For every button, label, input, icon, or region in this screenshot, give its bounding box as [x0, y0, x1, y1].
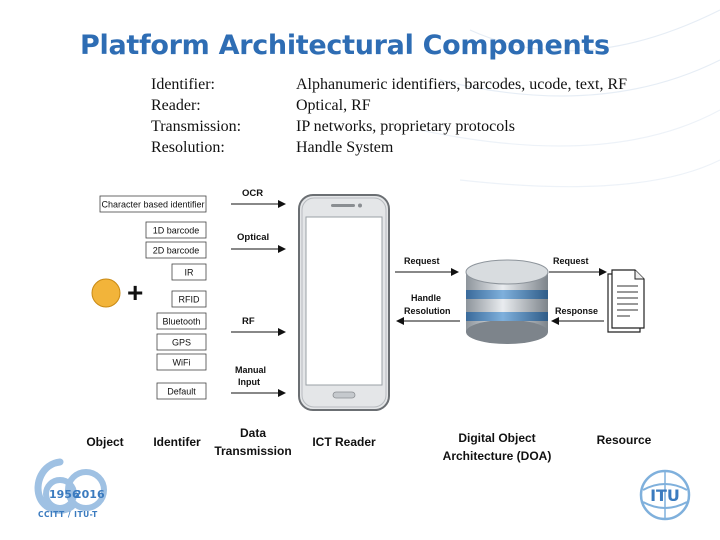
caption-resource: Resource	[597, 433, 652, 447]
wifi-label: WiFi	[173, 358, 191, 368]
definition-desc: IP networks, proprietary protocols	[296, 118, 515, 135]
request-label-2: Request	[553, 256, 589, 266]
handle-label: Handle	[411, 293, 441, 303]
ict-reader-phone	[298, 194, 390, 411]
caption-doa: Architecture (DOA)	[443, 449, 552, 463]
definition-desc: Alphanumeric identifiers, barcodes, ucod…	[296, 76, 628, 93]
barcode-1d-box	[145, 221, 207, 239]
definition-term: Resolution:	[151, 139, 225, 156]
rf-label: RF	[242, 316, 255, 327]
default-label: Default	[167, 387, 196, 397]
caption-data: Data	[240, 426, 266, 440]
character-based-box	[99, 195, 207, 213]
resource-arrows: Request Response	[549, 256, 607, 325]
barcode-2d-box	[145, 241, 207, 259]
request-label-1: Request	[404, 256, 440, 266]
input-label: Input	[238, 377, 260, 387]
response-label: Response	[555, 306, 598, 316]
captions: Object Identifer Data Transmission ICT R…	[86, 426, 651, 463]
resolution-label: Resolution	[404, 306, 451, 316]
bluetooth-label: Bluetooth	[162, 317, 200, 327]
itu-logo-text: ITU	[650, 486, 680, 505]
anniversary-logo: 1956 2016	[34, 458, 107, 514]
gps-label: GPS	[172, 338, 191, 348]
page-title: Platform Architectural Components	[80, 30, 610, 61]
itu-logo: ITU	[639, 469, 691, 521]
identifier-boxes: Character based identifier 1D barcode 2D…	[99, 195, 207, 400]
definition-desc: Optical, RF	[296, 97, 371, 114]
phone-camera	[358, 203, 362, 208]
phone-bezel	[301, 197, 387, 408]
ir-label: IR	[185, 268, 195, 278]
rfid-label: RFID	[179, 295, 200, 305]
object-dot	[91, 278, 121, 308]
resource-document-icon	[607, 269, 645, 333]
phone-speaker	[331, 204, 355, 207]
plus-sign: +	[127, 277, 143, 308]
doa-database	[465, 259, 549, 344]
caption-ict-reader: ICT Reader	[312, 435, 376, 449]
definition-term: Identifier:	[151, 76, 215, 93]
db-band-2	[466, 312, 548, 321]
phone-home-button	[332, 391, 356, 399]
anniversary-year-end: 2016	[74, 488, 105, 501]
anniversary-year-start: 1956	[49, 488, 80, 501]
anniversary-caption: CCITT / ITU-T	[38, 510, 98, 519]
rfid-box	[171, 290, 207, 308]
ir-box	[171, 263, 207, 281]
wifi-box	[156, 353, 207, 371]
caption-identifier: Identifer	[153, 435, 201, 449]
definition-term: Reader:	[151, 97, 201, 114]
db-top	[465, 259, 549, 285]
barcode-2d-label: 2D barcode	[153, 246, 200, 256]
manual-label: Manual	[235, 365, 266, 375]
definition-desc: Handle System	[296, 139, 394, 156]
gps-box	[156, 333, 207, 351]
character-based-label: Character based identifier	[101, 200, 204, 210]
phone-screen	[305, 216, 383, 386]
caption-object: Object	[86, 435, 123, 449]
definition-term: Transmission:	[151, 118, 242, 135]
resolution-arrows: Request Handle Resolution	[395, 256, 460, 325]
bluetooth-box	[156, 312, 207, 330]
optical-label: Optical	[237, 232, 269, 243]
caption-digital-object: Digital Object	[458, 431, 535, 445]
caption-transmission: Transmission	[214, 444, 291, 458]
barcode-1d-label: 1D barcode	[153, 226, 200, 236]
db-bottom	[466, 320, 548, 344]
ocr-label: OCR	[242, 188, 263, 199]
db-band-1	[466, 290, 548, 299]
channel-arrows: OCR Optical RF Manual Input	[231, 188, 286, 397]
default-box	[156, 382, 207, 400]
